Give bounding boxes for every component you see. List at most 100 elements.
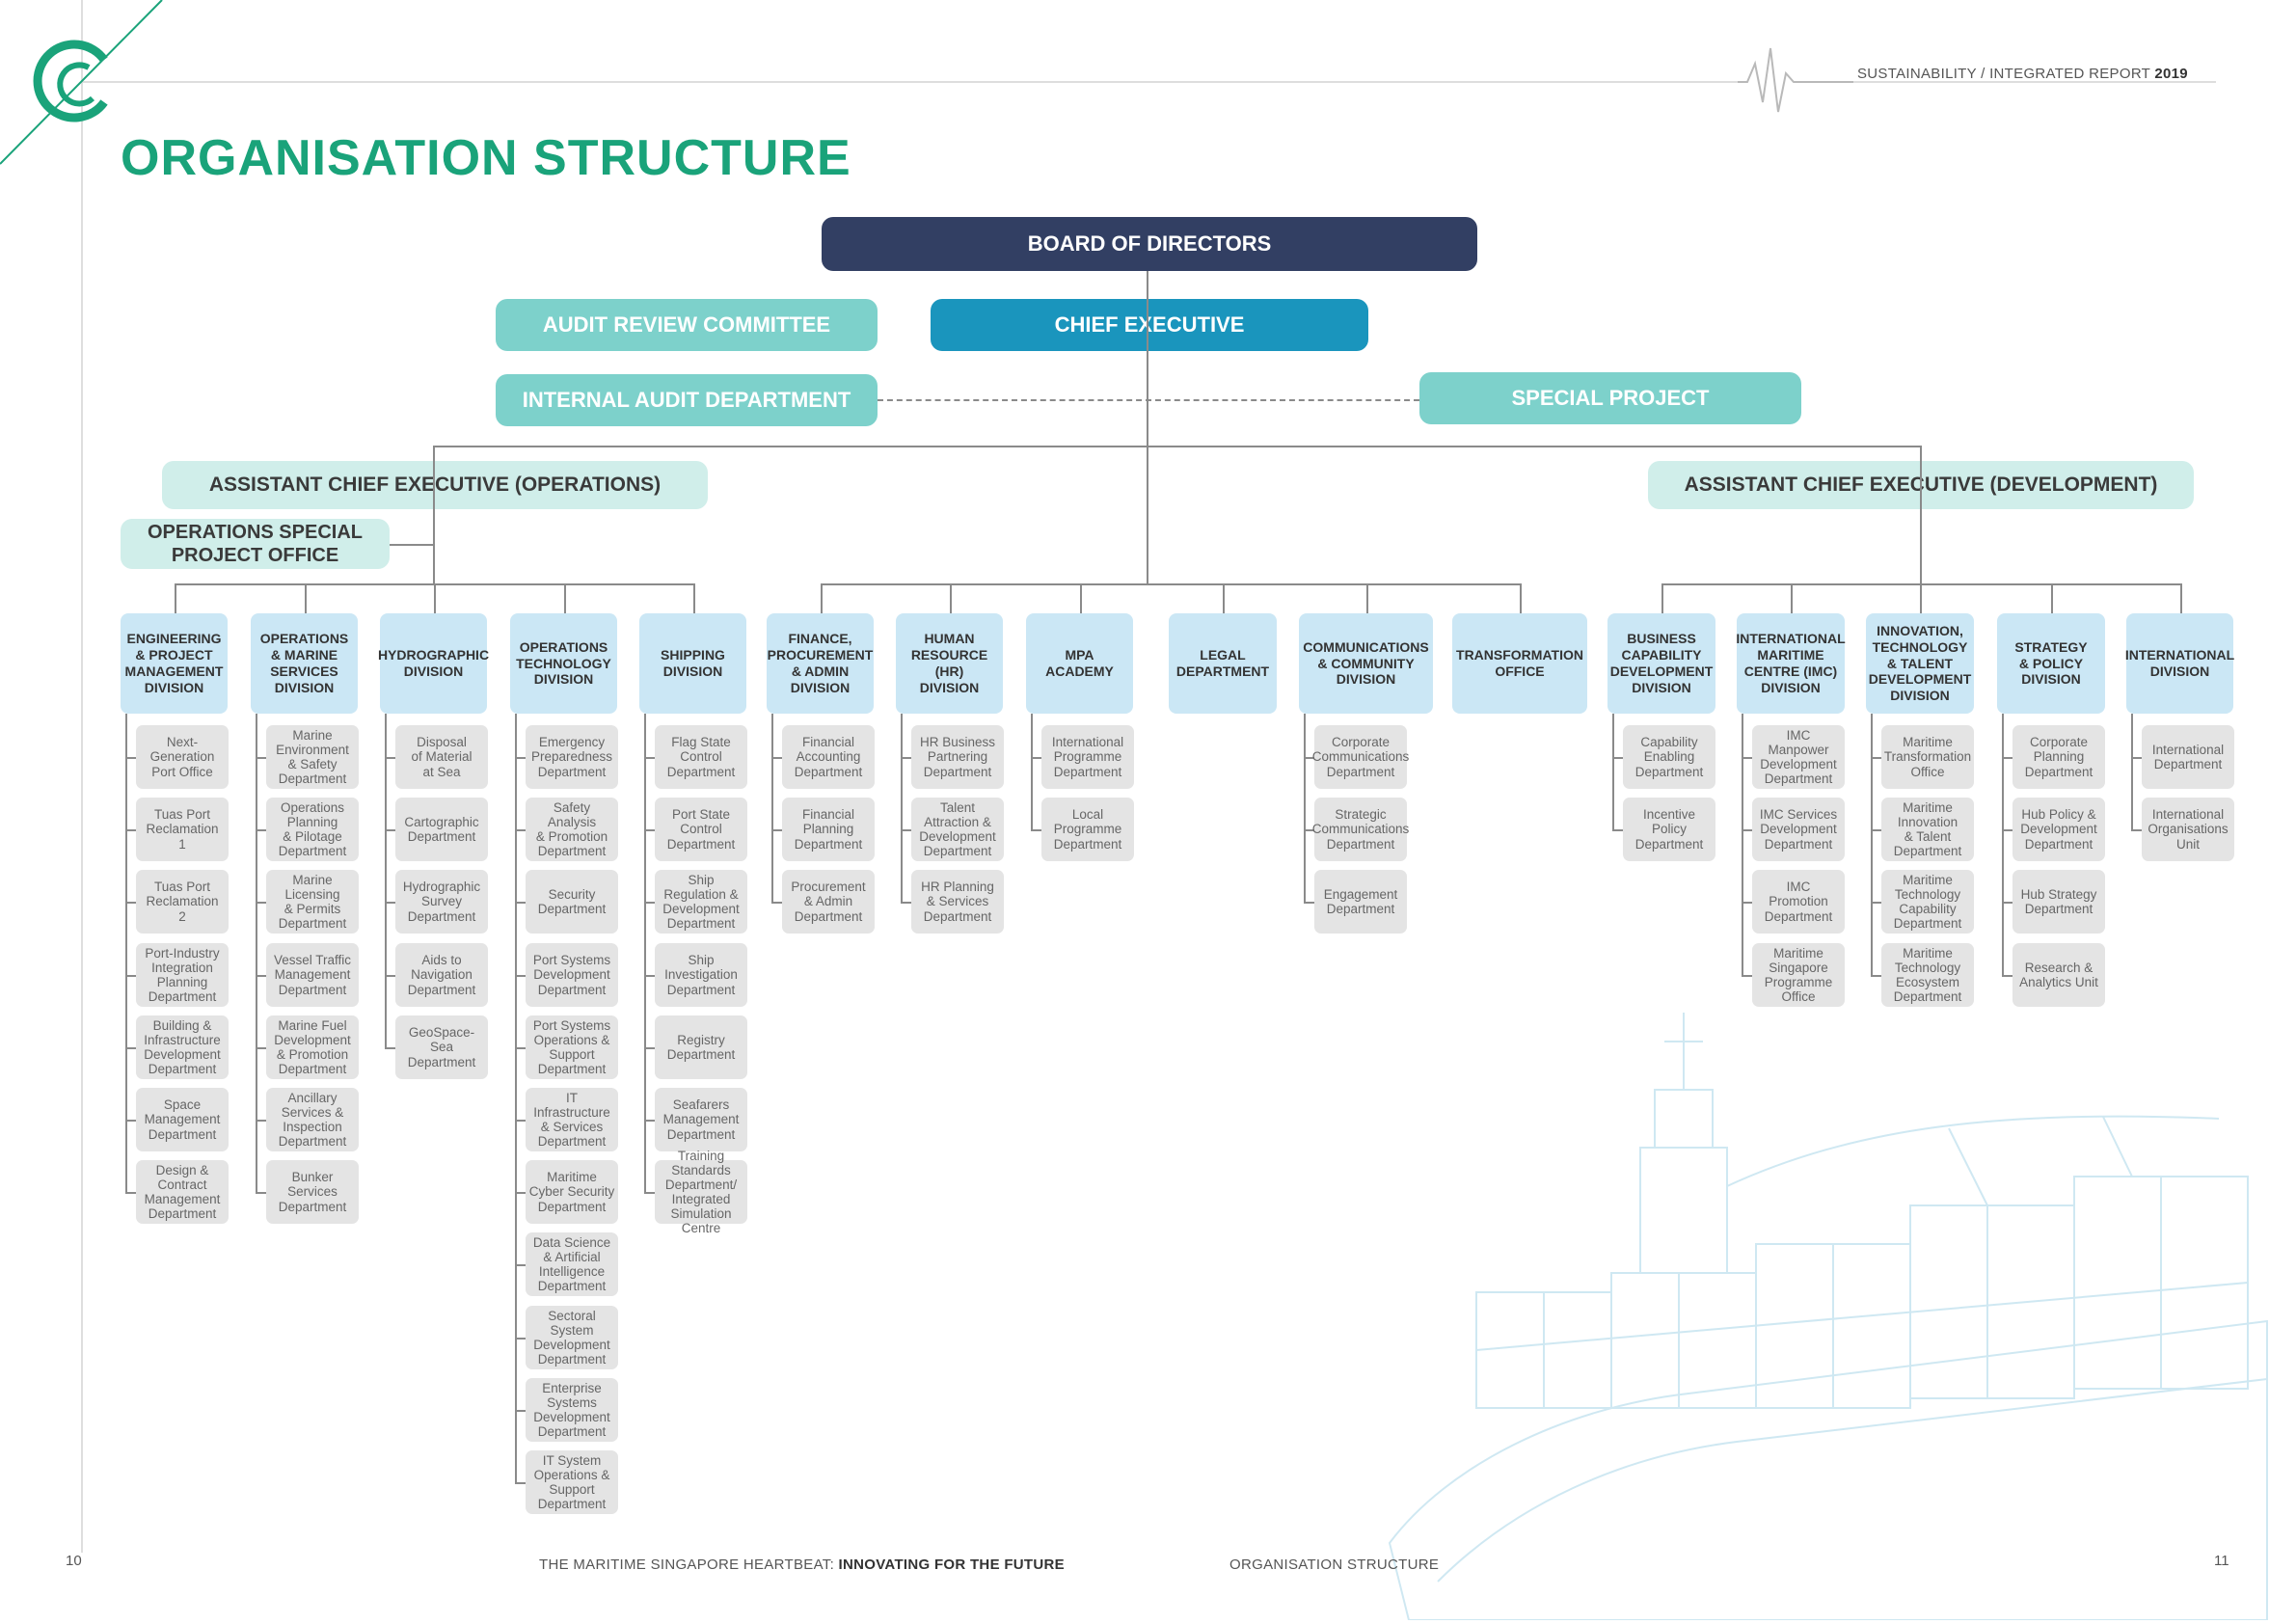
board-of-directors-box: BOARD OF DIRECTORS	[822, 217, 1477, 271]
connector	[385, 829, 395, 831]
connector	[901, 714, 903, 903]
connector	[125, 829, 136, 831]
connector	[2131, 714, 2133, 830]
connector	[125, 1192, 136, 1194]
chief-executive-box: CHIEF EXECUTIVE	[931, 299, 1368, 351]
connector	[2002, 714, 2004, 975]
department-box: Enterprise Systems Development Departmen…	[526, 1378, 618, 1442]
connector	[256, 1047, 266, 1049]
department-box: Marine Environment & Safety Department	[266, 725, 359, 789]
connector	[644, 975, 655, 977]
department-box: Corporate Planning Department	[2012, 725, 2105, 789]
division-box: COMMUNICATIONS & COMMUNITY DIVISION	[1299, 613, 1433, 714]
page-number-left: 10	[66, 1553, 82, 1569]
connector	[515, 975, 526, 977]
department-box: Corporate Communications Department	[1312, 725, 1409, 789]
connector	[256, 975, 266, 977]
department-box: Sectoral System Development Department	[526, 1306, 618, 1369]
connector	[644, 1120, 655, 1122]
division-box: BUSINESS CAPABILITY DEVELOPMENT DIVISION	[1607, 613, 1715, 714]
connector	[515, 1482, 526, 1484]
connector	[256, 1120, 266, 1122]
department-box: Tuas Port Reclamation 1	[136, 798, 229, 861]
connector	[644, 1047, 655, 1049]
department-box: GeoSpace-Sea Department	[395, 1015, 488, 1079]
department-box: Procurement & Admin Department	[782, 870, 875, 934]
connector	[1871, 714, 1873, 975]
department-box: Research & Analytics Unit	[2012, 943, 2105, 1007]
department-box: Training Standards Department/ Integrate…	[655, 1149, 747, 1235]
department-box: HR Business Partnering Department	[911, 725, 1004, 789]
department-box: Incentive Policy Department	[1623, 798, 1715, 861]
department-box: IT Infrastructure & Services Department	[526, 1088, 618, 1151]
connector	[256, 902, 266, 904]
connector	[125, 902, 136, 904]
connector	[901, 829, 911, 831]
connector	[256, 829, 266, 831]
department-box: International Department	[2142, 725, 2234, 789]
heartbeat-icon	[1738, 47, 1853, 113]
connector	[515, 1410, 526, 1412]
department-box: IMC Manpower Development Department	[1752, 725, 1845, 789]
department-box: Design & Contract Management Department	[136, 1160, 229, 1224]
connector	[1742, 757, 1752, 759]
division-box: INTERNATIONAL MARITIME CENTRE (IMC) DIVI…	[1736, 613, 1846, 714]
connector	[515, 1192, 526, 1194]
division-box: SHIPPING DIVISION	[639, 613, 746, 714]
connector	[771, 829, 782, 831]
report-title: SUSTAINABILITY / INTEGRATED REPORT 2019	[1857, 66, 2204, 82]
department-box: Strategic Communications Department	[1312, 798, 1409, 861]
connector	[515, 1047, 526, 1049]
department-box: Security Department	[526, 870, 618, 934]
page-number-right: 11	[2214, 1553, 2229, 1569]
connector	[2051, 583, 2053, 613]
connector	[644, 757, 655, 759]
connector	[175, 583, 176, 613]
connector	[1031, 757, 1041, 759]
connector	[1871, 757, 1881, 759]
department-box: Disposal of Material at Sea	[395, 725, 488, 789]
page-title: ORGANISATION STRUCTURE	[121, 130, 851, 186]
footer-tagline-prefix: THE MARITIME SINGAPORE HEARTBEAT:	[539, 1556, 839, 1573]
department-box: Maritime Technology Capability Departmen…	[1881, 870, 1974, 934]
department-box: Hydrographic Survey Department	[395, 870, 488, 934]
department-box: Seafarers Management Department	[655, 1088, 747, 1151]
connector	[515, 757, 526, 759]
connector	[1742, 902, 1752, 904]
department-box: Registry Department	[655, 1015, 747, 1079]
connector	[1742, 829, 1752, 831]
department-box: Hub Policy & Development Department	[2012, 798, 2105, 861]
division-box: OPERATIONS & MARINE SERVICES DIVISION	[251, 613, 358, 714]
connector	[515, 1120, 526, 1122]
department-box: IT System Operations & Support Departmen…	[526, 1450, 618, 1514]
connector	[771, 902, 782, 904]
connector	[2131, 757, 2142, 759]
department-box: Hub Strategy Department	[2012, 870, 2105, 934]
connector	[1612, 757, 1623, 759]
logo-icon	[0, 0, 163, 165]
connector	[125, 1120, 136, 1122]
connector	[305, 583, 307, 613]
connector	[1871, 902, 1881, 904]
department-box: International Programme Department	[1041, 725, 1134, 789]
connector	[2002, 975, 2012, 977]
department-box: Next- Generation Port Office	[136, 725, 229, 789]
connector	[1031, 714, 1033, 830]
department-box: Space Management Department	[136, 1088, 229, 1151]
connector	[1147, 271, 1148, 585]
connector	[2002, 829, 2012, 831]
connector	[1520, 583, 1522, 613]
connector	[433, 446, 1921, 447]
connector	[2002, 902, 2012, 904]
connector	[1661, 583, 1663, 613]
department-box: Operations Planning & Pilotage Departmen…	[266, 798, 359, 861]
department-box: Ship Regulation & Development Department	[655, 870, 747, 934]
division-box: TRANSFORMATION OFFICE	[1452, 613, 1587, 714]
ops-special-project-office-box: OPERATIONS SPECIAL PROJECT OFFICE	[121, 519, 390, 569]
connector	[385, 902, 395, 904]
connector	[385, 975, 395, 977]
connector	[434, 583, 436, 613]
department-box: Emergency Preparedness Department	[526, 725, 618, 789]
connector	[2180, 583, 2182, 613]
department-box: Engagement Department	[1314, 870, 1407, 934]
